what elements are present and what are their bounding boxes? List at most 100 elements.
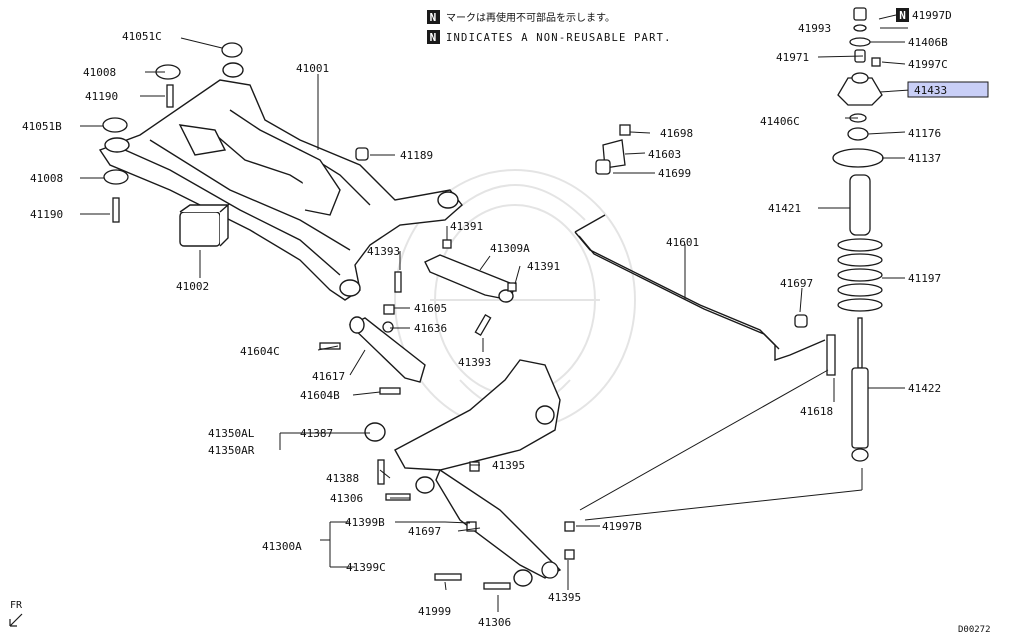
label-41391-lower[interactable]: 41391	[527, 260, 560, 273]
label-41698[interactable]: 41698	[660, 127, 693, 140]
label-41395-upper[interactable]: 41395	[492, 459, 525, 472]
label-41422[interactable]: 41422	[908, 382, 941, 395]
label-41697-lower[interactable]: 41697	[408, 525, 441, 538]
label-41395-lower[interactable]: 41395	[548, 591, 581, 604]
label-41997B[interactable]: 41997B	[602, 520, 642, 533]
note-symbol: N	[430, 31, 438, 44]
strut-assembly	[832, 7, 884, 462]
leader-lines	[80, 14, 911, 612]
washer-41051B[interactable]	[102, 117, 128, 133]
stabilizer-hardware	[595, 124, 836, 376]
label-41001[interactable]: 41001	[296, 62, 329, 75]
label-41421[interactable]: 41421	[768, 202, 801, 215]
bolt-41388[interactable]	[377, 459, 385, 485]
label-41997D[interactable]: 41997D	[912, 9, 952, 22]
nut-41391-lower[interactable]	[507, 282, 517, 292]
label-41399C[interactable]: 41399C	[346, 561, 386, 574]
label-41306-lower[interactable]: 41306	[478, 616, 511, 629]
washer-41008-lower[interactable]	[103, 169, 129, 185]
fr-arrow-icon	[9, 613, 23, 627]
label-41601[interactable]: 41601	[666, 236, 699, 249]
nut-41605[interactable]	[383, 304, 395, 315]
washer-41993[interactable]	[853, 24, 867, 32]
label-41618[interactable]: 41618	[800, 405, 833, 418]
nut-41189[interactable]	[355, 147, 369, 161]
bolt-41393-upper[interactable]	[394, 271, 402, 293]
label-41008-lower[interactable]: 41008	[30, 172, 63, 185]
washer-41406B[interactable]	[849, 37, 871, 47]
rear-knuckle-41350[interactable]	[394, 359, 561, 471]
bolt-41306-lower[interactable]	[483, 582, 511, 590]
nut-41391-upper[interactable]	[442, 239, 452, 249]
dust-boot-41421[interactable]	[849, 174, 871, 236]
note-symbol: N	[430, 11, 438, 24]
label-41190-lower[interactable]: 41190	[30, 208, 63, 221]
bolt-41698[interactable]	[619, 124, 631, 136]
bolt-41190-lower[interactable]	[112, 197, 120, 223]
part-labels: 41051C 41008 41190 41051B 41008 41190 41…	[22, 30, 642, 629]
stabilizer-link-41618[interactable]	[826, 334, 836, 376]
label-41433[interactable]: 41433	[914, 84, 947, 97]
label-41393-lower[interactable]: 41393	[458, 356, 491, 369]
label-41391-upper[interactable]: 41391	[450, 220, 483, 233]
label-41306-upper[interactable]: 41306	[330, 492, 363, 505]
label-41388[interactable]: 41388	[326, 472, 359, 485]
label-41406C[interactable]: 41406C	[760, 115, 800, 128]
bolt-41604B[interactable]	[379, 387, 401, 395]
label-41699[interactable]: 41699	[658, 167, 691, 180]
nut-41997D[interactable]	[853, 7, 867, 21]
bushing-41699[interactable]	[595, 159, 611, 175]
label-41051C[interactable]: 41051C	[122, 30, 162, 43]
washer-41051C[interactable]	[221, 42, 243, 58]
label-41997C[interactable]: 41997C	[908, 58, 948, 71]
label-41008-upper[interactable]: 41008	[83, 66, 116, 79]
label-41617[interactable]: 41617	[312, 370, 345, 383]
label-41604B[interactable]: 41604B	[300, 389, 340, 402]
label-41137[interactable]: 41137	[908, 152, 941, 165]
label-41636[interactable]: 41636	[414, 322, 447, 335]
bump-stop-41176[interactable]	[847, 127, 869, 141]
label-41350AL[interactable]: 41350AL	[208, 427, 255, 440]
label-41604C[interactable]: 41604C	[240, 345, 280, 358]
lower-arm-41300A[interactable]	[435, 468, 562, 579]
label-41399B[interactable]: 41399B	[345, 516, 385, 529]
non-reusable-mark-icon	[896, 8, 909, 22]
label-41190-upper[interactable]: 41190	[85, 90, 118, 103]
label-41197[interactable]: 41197	[908, 272, 941, 285]
label-41393-upper[interactable]: 41393	[367, 245, 400, 258]
nut-41697-lower[interactable]	[466, 521, 477, 532]
label-41603[interactable]: 41603	[648, 148, 681, 161]
stabilizer-bar-41601[interactable]	[574, 214, 826, 361]
coil-spring-41197[interactable]	[837, 238, 883, 312]
label-41300A[interactable]: 41300A	[262, 540, 302, 553]
bolt-41604C[interactable]	[319, 342, 341, 350]
bolt-41306-upper[interactable]	[385, 493, 411, 501]
label-41051B[interactable]: 41051B	[22, 120, 62, 133]
label-41971[interactable]: 41971	[776, 51, 809, 64]
label-41697-upper[interactable]: 41697	[780, 277, 813, 290]
nut-41997C[interactable]	[871, 57, 881, 67]
label-41993[interactable]: 41993	[798, 22, 831, 35]
label-41189[interactable]: 41189	[400, 149, 433, 162]
label-41350AR[interactable]: 41350AR	[208, 444, 255, 457]
shock-rod	[857, 317, 863, 369]
spring-seat-41137[interactable]	[832, 148, 884, 168]
bushing-41697[interactable]	[794, 314, 808, 328]
nut-41997B[interactable]	[564, 521, 575, 532]
bolt-41393-lower[interactable]	[474, 313, 492, 337]
label-41999[interactable]: 41999	[418, 605, 451, 618]
shock-absorber-41422[interactable]	[851, 367, 869, 449]
bolt-41190-upper[interactable]	[166, 84, 174, 108]
nut-41395-lower[interactable]	[564, 549, 575, 560]
label-41605[interactable]: 41605	[414, 302, 447, 315]
label-41406B[interactable]: 41406B	[908, 36, 948, 49]
label-41002[interactable]: 41002	[176, 280, 209, 293]
washer-41636[interactable]	[382, 321, 394, 333]
label-41309A[interactable]: 41309A	[490, 242, 530, 255]
highlight-41433[interactable]: 41433	[907, 81, 989, 98]
nut-41395-upper[interactable]	[469, 461, 480, 472]
strut-mount-41433[interactable]	[837, 77, 883, 106]
bolt-41999[interactable]	[434, 573, 462, 581]
label-41176[interactable]: 41176	[908, 127, 941, 140]
label-41387[interactable]: 41387	[300, 427, 333, 440]
